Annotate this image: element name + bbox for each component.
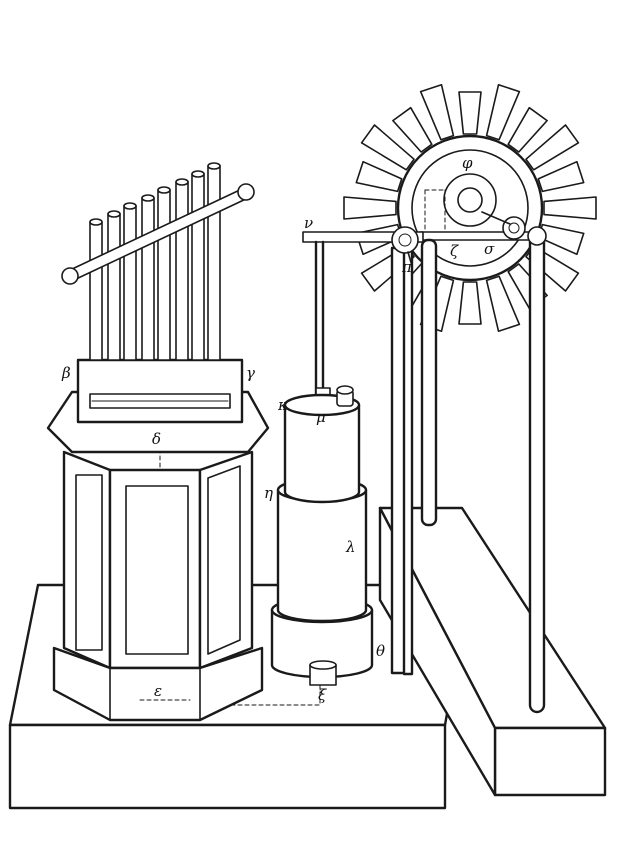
label-nu: ν	[304, 214, 313, 232]
sail-blade	[485, 275, 521, 333]
label-zeta: ζ	[450, 242, 459, 260]
sail-blade	[355, 160, 403, 193]
label-mu: μ	[316, 408, 326, 426]
organ-pipe-mouth	[191, 170, 205, 178]
label-eta: η	[264, 484, 273, 502]
organ-pipe-mouth	[107, 210, 121, 218]
sail-blade	[360, 124, 415, 171]
sail-blade	[485, 84, 521, 141]
air-pump-cylinder	[270, 385, 374, 686]
organ-pipe-mouth	[89, 218, 103, 226]
organ-pipe	[157, 189, 171, 361]
label-gamma: γ	[246, 364, 255, 382]
wind-chest	[76, 358, 244, 424]
organ-pipe	[107, 213, 121, 361]
label-pi: π	[401, 258, 413, 276]
sail-blade	[458, 281, 482, 325]
label-lambda: λ	[345, 538, 356, 556]
sail-blade	[537, 160, 585, 193]
label-phi: φ	[462, 154, 473, 172]
organ-cabinet	[46, 390, 270, 722]
label-sigma: σ	[484, 240, 495, 258]
sail-blade	[392, 106, 433, 153]
organ-pipe	[207, 165, 221, 361]
label-beta: β	[61, 364, 71, 382]
sail-blade	[525, 124, 580, 171]
pipe-rail	[61, 183, 255, 285]
organ-pipe	[89, 221, 103, 361]
wheel-support-posts	[390, 226, 547, 714]
label-epsilon: ε	[154, 682, 162, 700]
label-theta: θ	[376, 642, 385, 660]
organ-pipe	[123, 205, 137, 361]
sail-blade	[507, 106, 548, 153]
sail-blade	[343, 196, 397, 220]
organ-pipe-mouth	[175, 178, 189, 186]
organ-pipe-mouth	[141, 194, 155, 202]
greek-labels: β γ δ ε ξ η λ θ κ μ ν π φ σ ζ	[61, 154, 495, 704]
organ-pipe-mouth	[207, 162, 221, 170]
sail-blade	[419, 84, 455, 141]
organ-pipe	[141, 197, 155, 361]
organ-pipe-mouth	[157, 186, 171, 194]
label-xi: ξ	[318, 686, 327, 704]
organ-pipe	[175, 181, 189, 361]
label-kappa: κ	[277, 396, 288, 414]
organ-pipe	[191, 173, 205, 361]
lever-arm	[302, 226, 424, 405]
sail-blade	[458, 91, 482, 135]
organ-pipe-mouth	[123, 202, 137, 210]
sail-blade	[543, 196, 597, 220]
label-delta: δ	[152, 430, 161, 448]
